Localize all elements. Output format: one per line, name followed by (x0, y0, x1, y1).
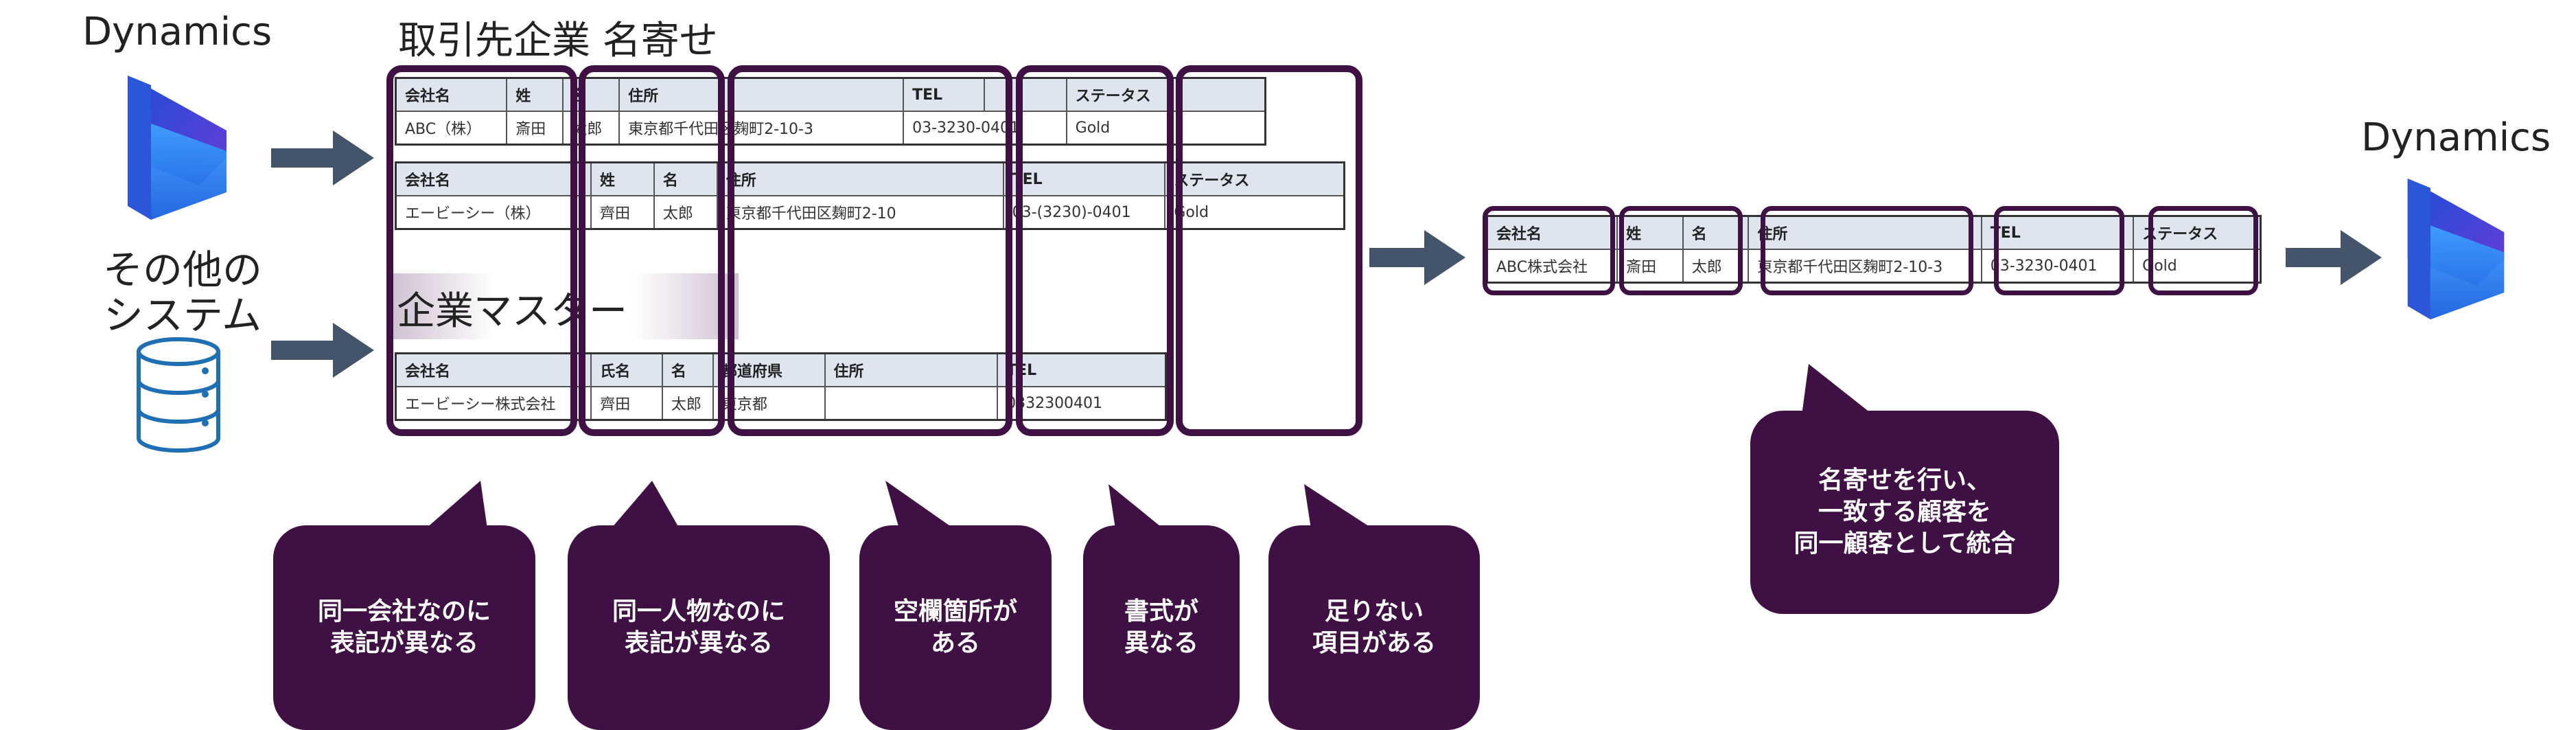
header-cell: 姓 (506, 77, 564, 112)
bubble-tail (611, 481, 680, 529)
other-system-title: その他の システム (103, 247, 263, 339)
table-cell: 太郎 (661, 386, 714, 421)
master-label: 企業マスター (397, 289, 627, 334)
result-frame-company (1483, 206, 1615, 295)
header-cell: 会社名 (395, 352, 592, 387)
header-cell: 名 (653, 161, 718, 196)
table-cell: 斎田 (506, 111, 564, 146)
result-frame-address (1761, 206, 1973, 295)
arrow-right-icon (2286, 230, 2382, 285)
header-cell: TEL (1002, 161, 1166, 196)
callout-bubble-5: 足りない 項目がある (1268, 525, 1480, 730)
callout-bubble-4: 書式が 異なる (1083, 525, 1240, 730)
table-cell: エービーシー（株） (395, 195, 592, 230)
header-cell: 会社名 (395, 161, 592, 196)
result-frame-status (2148, 206, 2258, 295)
merge-title: 取引先企業 名寄せ (398, 19, 718, 63)
header-cell: 住所 (1748, 215, 1982, 250)
table-cell: 東京都千代田区麹町2-10-3 (1748, 249, 1982, 284)
dynamics-right-title: Dynamics (2361, 115, 2551, 160)
bubble-tail (1802, 364, 1874, 415)
dynamics-left-title: Dynamics (82, 10, 272, 54)
table-cell: 東京都千代田区麹町2-10-3 (618, 111, 905, 146)
result-frame-person (1619, 206, 1743, 295)
table-cell: Gold (2133, 249, 2262, 284)
bubble-tail (426, 481, 487, 529)
callout-bubble-2: 同一人物なのに 表記が異なる (568, 525, 830, 730)
table-cell: エービーシー株式会社 (395, 386, 592, 421)
master-band (390, 273, 739, 339)
result-frame-tel (1994, 206, 2124, 295)
header-cell: TEL (1980, 215, 2135, 250)
header-cell: 会社名 (395, 77, 508, 112)
dynamics-logo-icon (2407, 179, 2505, 320)
bubble-tail (1304, 484, 1373, 529)
table-cell (824, 386, 999, 421)
table-cell: 東京都千代田区麹町2-10 (716, 195, 1004, 230)
callout-text: 足りない 項目がある (1312, 597, 1436, 657)
callout-text: 同一会社なのに 表記が異なる (317, 597, 491, 657)
source-table-2: 会社名 姓 名 住所 TEL ステータス エービーシー（株） 齊田 太郎 東京都… (395, 161, 1345, 230)
arrow-right-icon (1369, 230, 1465, 285)
header-cell: 住所 (618, 77, 905, 112)
bubble-tail (1109, 484, 1163, 529)
table-cell: ABC（株） (395, 111, 508, 146)
callout-text: 空欄箇所が ある (893, 597, 1017, 657)
header-cell: TEL (997, 352, 1167, 387)
header-cell: 氏名 (590, 352, 663, 387)
bubble-tail (885, 481, 954, 529)
arrow-right-icon (271, 323, 374, 378)
callout-bubble-3: 空欄箇所が ある (859, 525, 1052, 730)
highlight-frame-person (579, 65, 725, 436)
table-cell: 齊田 (590, 386, 663, 421)
callout-bubble-6: 名寄せを行い、 一致する顧客を 同一顧客として統合 (1750, 411, 2059, 614)
table-cell: 03-3230-0401 (1980, 249, 2135, 284)
header-cell: 姓 (590, 161, 655, 196)
table-cell: ABC株式会社 (1486, 249, 1618, 284)
source-table-3: 会社名 氏名 名 都道府県 住所 TEL エービーシー株式会社 齊田 太郎 東京… (395, 352, 1167, 421)
table-cell: 斎田 (1616, 249, 1684, 284)
header-cell: 住所 (716, 161, 1004, 196)
highlight-frame-address (728, 65, 1012, 436)
table-cell: 太郎 (653, 195, 718, 230)
callout-bubble-1: 同一会社なのに 表記が異なる (273, 525, 535, 730)
table-cell: 03-(3230)-0401 (1002, 195, 1166, 230)
highlight-frame-tel (1016, 65, 1174, 436)
header-cell: 会社名 (1486, 215, 1618, 250)
header-cell: 名 (661, 352, 714, 387)
header-cell: 住所 (824, 352, 999, 387)
arrow-right-icon (271, 130, 374, 185)
table-cell: Gold (1065, 111, 1266, 146)
header-cell: TEL (903, 77, 985, 112)
dynamics-logo-icon (128, 76, 227, 220)
source-table-1: 会社名 姓 名 住所 TEL ステータス ABC（株） 斎田 太郎 東京都千代田… (395, 77, 1266, 146)
callout-text: 同一人物なのに 表記が異なる (612, 597, 785, 657)
header-cell (983, 77, 1067, 112)
callout-text: 名寄せを行い、 一致する顧客を 同一顧客として統合 (1794, 466, 2016, 558)
callout-text: 書式が 異なる (1124, 597, 1198, 657)
header-cell: 姓 (1616, 215, 1684, 250)
highlight-frame-company (386, 65, 577, 436)
header-cell: ステータス (1164, 161, 1345, 196)
header-cell: ステータス (2133, 215, 2262, 250)
header-cell: ステータス (1065, 77, 1266, 112)
database-icon (137, 337, 220, 453)
table-cell: 03-3230-0401 (903, 111, 1067, 146)
highlight-frame-status (1176, 65, 1362, 436)
table-cell: 齊田 (590, 195, 655, 230)
